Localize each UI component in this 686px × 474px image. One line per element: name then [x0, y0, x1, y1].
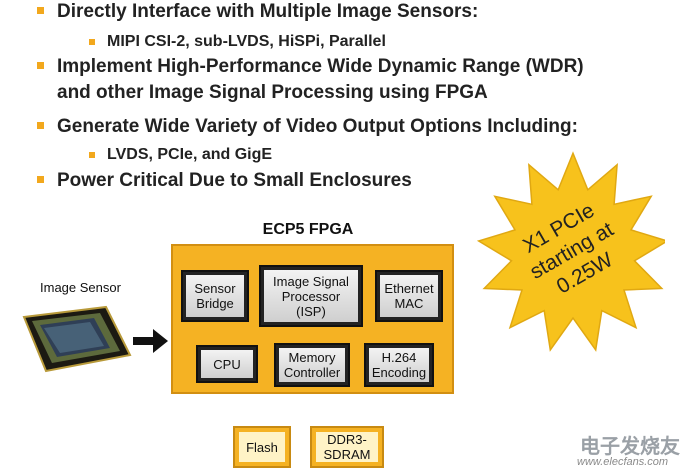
block-label-line: Controller [283, 365, 341, 380]
bullet-item: Power Critical Due to Small Enclosures [57, 170, 412, 191]
block-label-line: MAC [394, 296, 424, 311]
sub-bullet-item: MIPI CSI-2, sub-LVDS, HiSPi, Parallel [107, 33, 386, 50]
bullet-item: Generate Wide Variety of Video Output Op… [57, 116, 578, 137]
block-label-line: H.264 [381, 350, 417, 365]
sub-bullet-marker [89, 39, 95, 45]
watermark-logo: 电子发烧友 [580, 436, 680, 458]
ddr3-sdram-block: DDR3-SDRAM [310, 426, 384, 468]
block-label-line: Ethernet [384, 281, 434, 296]
starburst-callout: X1 PCIe starting at 0.25W [476, 151, 665, 352]
cpu-block: CPU [196, 345, 258, 383]
block-label-line: Sensor [194, 281, 236, 296]
sub-bullet-item: LVDS, PCIe, and GigE [107, 146, 273, 163]
block-label-line: Processor [281, 288, 341, 304]
bullet-marker [37, 7, 44, 14]
arrow-right-icon [133, 329, 168, 353]
block-label-line: Memory [288, 350, 336, 365]
block-label-line: (ISP) [296, 303, 326, 319]
flash-memory-block: Flash [233, 426, 291, 468]
fpga-title: ECP5 FPGA [262, 221, 354, 238]
bullet-item-continuation: and other Image Signal Processing using … [57, 82, 488, 103]
block-label-line: Image Signal [273, 273, 349, 289]
bullet-marker [37, 122, 44, 129]
block-label-line: Bridge [196, 296, 234, 311]
watermark-url: www.elecfans.com [577, 456, 669, 468]
bullet-item: Implement High-Performance Wide Dynamic … [57, 56, 584, 77]
memory-label-line: Flash [246, 439, 278, 455]
bullet-item: Directly Interface with Multiple Image S… [57, 1, 479, 22]
bullet-marker [37, 62, 44, 69]
image-sensor-chip-icon [22, 305, 132, 373]
image-sensor-label: Image Sensor [40, 280, 121, 295]
block-label-line: CPU [213, 356, 241, 372]
bullet-marker [37, 176, 44, 183]
block-label-line: Encoding [371, 365, 427, 380]
memory-label-line: DDR3- [327, 432, 367, 447]
sub-bullet-marker [89, 152, 95, 158]
memory-label-line: SDRAM [323, 447, 371, 462]
